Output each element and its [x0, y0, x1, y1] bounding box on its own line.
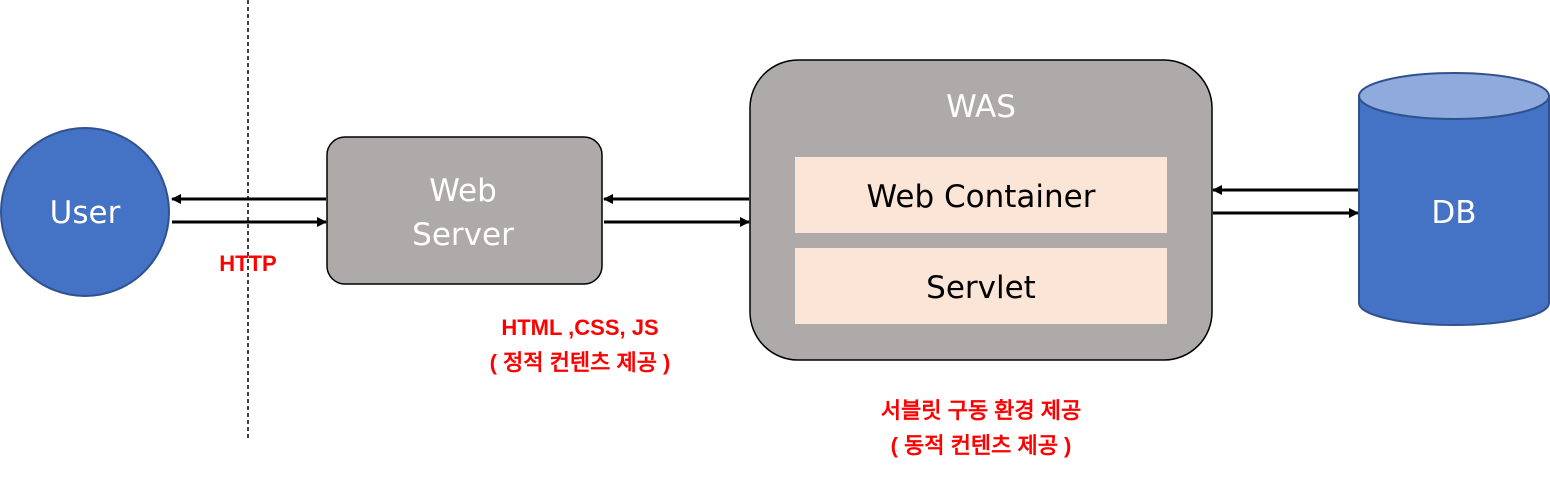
user-circle	[0, 127, 170, 297]
db-node: DB	[1358, 72, 1550, 326]
web-container-label: Web Container	[867, 179, 1096, 215]
db-cylinder-body	[1358, 95, 1550, 326]
user-node: User	[0, 127, 170, 297]
dynamic-content-label-line2: ( 동적 컨텐츠 제공 )	[891, 433, 1072, 458]
was-node: WAS Web Container Servlet	[749, 59, 1213, 361]
servlet-label: Servlet	[926, 270, 1036, 306]
was-label: WAS	[946, 89, 1016, 125]
web-container-box	[795, 157, 1167, 233]
web-server-box	[326, 136, 603, 285]
static-content-label-line1: HTML ,CSS, JS	[501, 315, 658, 340]
static-content-label-line2: ( 정적 컨텐츠 제공 )	[490, 350, 671, 375]
web-server-label-line2: Server	[412, 217, 514, 253]
web-server-node: Web Server	[326, 136, 603, 285]
db-label: DB	[1431, 195, 1476, 231]
web-server-label-line1: Web	[429, 173, 497, 209]
servlet-box	[795, 248, 1167, 324]
user-label: User	[50, 195, 121, 231]
db-cylinder-top	[1358, 72, 1550, 120]
http-label: HTTP	[219, 251, 276, 276]
dynamic-content-label-line1: 서블릿 구동 환경 제공	[881, 398, 1082, 423]
